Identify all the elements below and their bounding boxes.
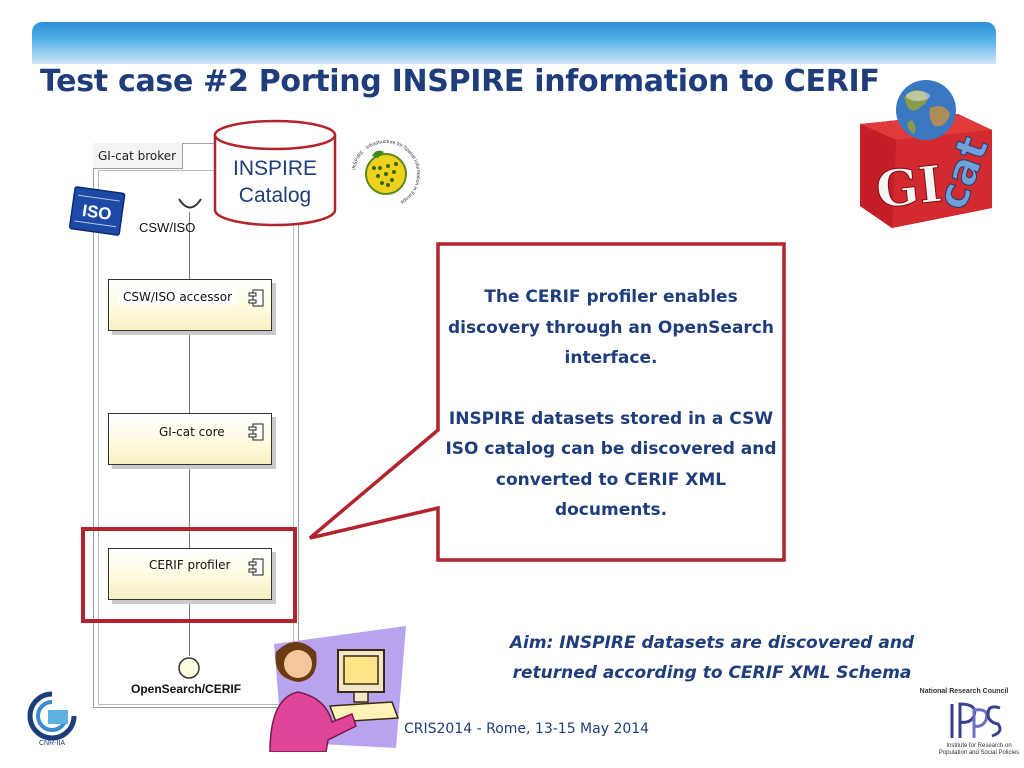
header-band <box>32 22 996 64</box>
component-icon <box>248 289 264 307</box>
provided-interface-lollipop-icon <box>178 657 200 679</box>
component-cerif-profiler: CERIF profiler <box>108 548 272 600</box>
component-icon <box>248 558 264 576</box>
globe-icon <box>896 80 956 140</box>
component-icon <box>248 423 264 441</box>
opensearch-cerif-interface-label: OpenSearch/CERIF <box>131 682 242 696</box>
cerif-profiler-highlight <box>81 527 297 623</box>
broker-inner-frame <box>98 170 294 705</box>
csw-iso-interface-label: CSW/ISO <box>139 220 196 235</box>
irpps-logo <box>950 702 1002 738</box>
slide-title: Test case #2 Porting INSPIRE information… <box>40 64 880 99</box>
cnr-iia-caption: CNR-IIA <box>38 740 66 747</box>
inspire-logo: INSPIRE · Infrastructure for Spatial Inf… <box>351 139 421 205</box>
iso-logo: ISO <box>68 186 126 236</box>
callout-paragraph-1: The CERIF profiler enables discovery thr… <box>447 287 774 368</box>
component-gi-cat-core: GI-cat core <box>108 413 272 465</box>
person-at-computer-clipart <box>269 626 406 752</box>
component-label: GI-cat core <box>159 425 225 439</box>
callout-box <box>308 242 786 562</box>
inspire-catalog-label: INSPIRE Catalog <box>232 157 318 207</box>
required-interface-socket-icon <box>178 198 202 209</box>
cnr-iia-logo <box>27 691 77 741</box>
nrc-caption: National Research Council <box>919 688 1009 695</box>
broker-tab-label: GI-cat broker <box>93 143 183 169</box>
component-csw-iso-accessor: CSW/ISO accessor <box>108 279 272 331</box>
gicat-logo: GI cat <box>860 80 998 228</box>
footer-text: CRIS2014 - Rome, 13-15 May 2014 <box>404 721 650 737</box>
gicat-gi-text: GI <box>873 154 945 220</box>
aim-statement: Aim: INSPIRE datasets are discovered and… <box>509 633 915 683</box>
database-icon <box>213 119 337 227</box>
component-label: CERIF profiler <box>149 558 231 572</box>
iso-logo-text: ISO <box>81 201 113 224</box>
callout-text: The CERIF profiler enables discovery thr… <box>444 282 778 526</box>
component-label: CSW/ISO accessor <box>119 289 237 305</box>
irpps-caption: Institute for Research on Population and… <box>938 743 1020 756</box>
callout-paragraph-2: INSPIRE datasets stored in a CSW ISO cat… <box>445 408 777 521</box>
